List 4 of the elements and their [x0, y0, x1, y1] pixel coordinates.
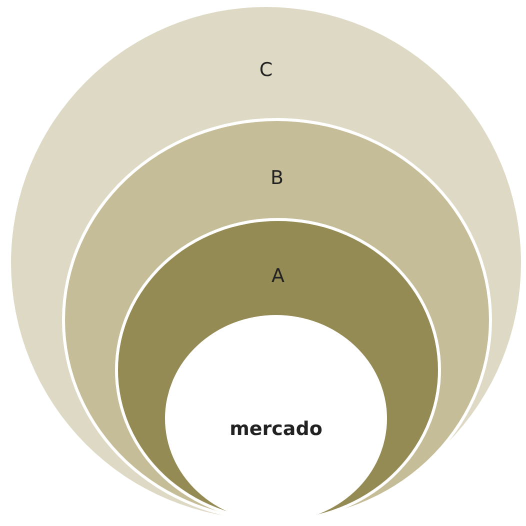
ring-label: C [259, 59, 273, 81]
ring-label: A [272, 265, 284, 287]
ring-label: B [270, 167, 284, 189]
ring-label: mercado [230, 418, 322, 440]
